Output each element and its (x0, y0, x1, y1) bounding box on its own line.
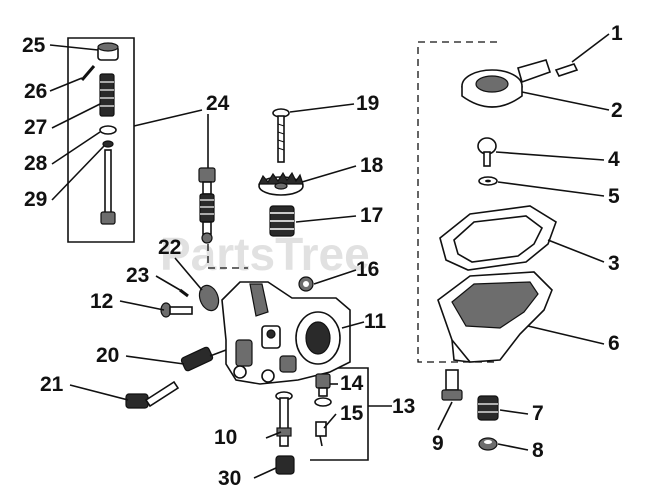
callout-27: 27 (24, 116, 47, 139)
callout-11: 11 (364, 310, 387, 333)
callout-28: 28 (24, 152, 48, 175)
callout-4: 4 (608, 148, 620, 171)
callout-9: 9 (432, 432, 444, 455)
part-20-spring (180, 346, 214, 372)
part-30-cap (275, 455, 295, 475)
callout-13: 13 (392, 395, 415, 418)
part-12-screw (160, 302, 193, 318)
part-22-disk (198, 284, 220, 312)
part-24-needle-assembly (198, 167, 216, 244)
part-28-washer (99, 125, 117, 135)
callout-14: 14 (340, 372, 364, 395)
part-25-cap (97, 42, 119, 61)
callout-3: 3 (608, 252, 620, 275)
callout-24: 24 (206, 92, 230, 115)
part-1-pin (554, 63, 579, 77)
part-6-float-bowl (437, 271, 553, 363)
callout-2: 2 (611, 99, 623, 122)
part-16-nut (298, 276, 314, 292)
part-2-float (461, 59, 552, 108)
callout-8: 8 (532, 439, 544, 462)
part-5-washer (478, 176, 498, 186)
callout-22: 22 (158, 236, 181, 259)
callout-5: 5 (608, 185, 620, 208)
part-29-rod (100, 140, 116, 225)
callout-30: 30 (218, 467, 241, 490)
part-17-spring (269, 205, 295, 237)
callout-12: 12 (90, 290, 113, 313)
callout-10: 10 (214, 426, 237, 449)
dashed-guide-right (417, 41, 497, 363)
part-27-spring (99, 73, 115, 117)
part-18-gear-knob (258, 171, 304, 196)
part-7-spring (477, 395, 499, 421)
part-11-carburetor-body (209, 281, 351, 385)
part-21-lever (125, 380, 180, 409)
part-26-pin (80, 65, 96, 81)
callout-23: 23 (126, 264, 149, 287)
leader-lines (49, 33, 610, 479)
part-4-needle-valve (477, 137, 497, 167)
callout-25: 25 (22, 34, 46, 57)
callout-20: 20 (96, 344, 119, 367)
callout-18: 18 (360, 154, 384, 177)
part-19-screw (272, 108, 290, 163)
callout-1: 1 (611, 22, 623, 45)
callout-7: 7 (532, 402, 544, 425)
watermark: PartsTree (160, 228, 370, 280)
callout-29: 29 (24, 188, 47, 211)
part-10-jet-tube (275, 391, 293, 447)
callout-16: 16 (356, 258, 379, 281)
part-23-small-screw (179, 288, 189, 298)
callout-17: 17 (360, 204, 383, 227)
part-15-valve (315, 421, 327, 447)
part-8-cup (478, 437, 498, 451)
dashed-guide-24 (207, 244, 248, 269)
part-3-gasket (439, 205, 557, 271)
callout-21: 21 (40, 373, 64, 396)
callout-15: 15 (340, 402, 364, 425)
part-9-bolt (441, 369, 463, 401)
callout-6: 6 (608, 332, 620, 355)
part-14-plug (314, 373, 332, 407)
callout-19: 19 (356, 92, 379, 115)
callout-26: 26 (24, 80, 47, 103)
bracket-24-group (67, 37, 135, 243)
